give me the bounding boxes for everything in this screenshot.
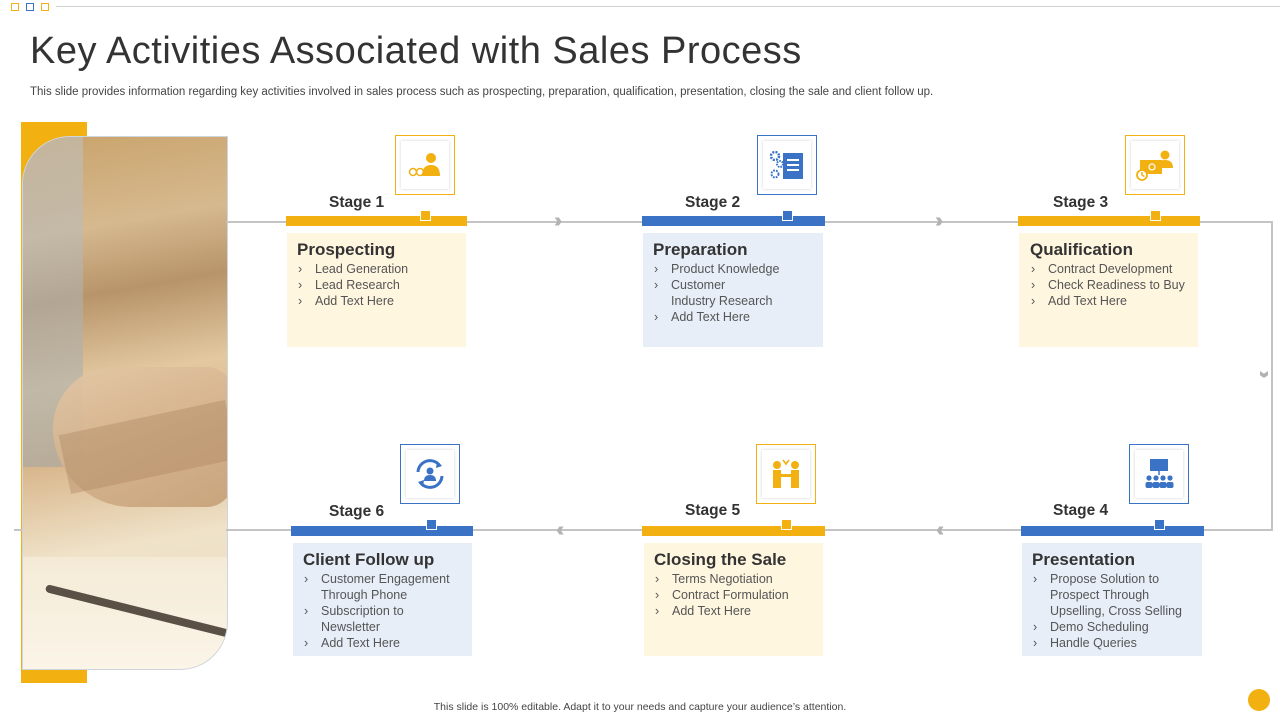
list-item: Add Text Here xyxy=(654,603,813,619)
stage-2-label: Stage 2 xyxy=(685,194,741,211)
chevron-right-icon: ›› xyxy=(935,210,944,232)
top-divider xyxy=(56,6,1280,7)
stage-1-marker xyxy=(420,210,431,221)
stage-1-list: Lead Generation Lead Research Add Text H… xyxy=(297,261,456,309)
decor-square-yellow-icon xyxy=(11,3,19,11)
right-connector-line xyxy=(1271,221,1273,531)
stage-3-marker xyxy=(1150,210,1161,221)
stage-4-icon-box xyxy=(1129,444,1189,504)
stage-6-card: Client Follow up Customer Engagement Thr… xyxy=(293,543,472,656)
corner-dot xyxy=(1248,689,1270,711)
client-refresh-icon xyxy=(416,459,444,489)
list-item: Add Text Here xyxy=(653,309,813,325)
chevron-left-icon: ‹‹ xyxy=(936,519,945,541)
stage-6-icon-box xyxy=(400,444,460,504)
stage-4-label: Stage 4 xyxy=(1053,502,1109,519)
chevron-left-icon: ‹‹ xyxy=(556,519,565,541)
page-subtitle: This slide provides information regardin… xyxy=(30,86,934,98)
stage-4-bar xyxy=(1021,526,1204,536)
bottom-connector-stub xyxy=(14,529,22,531)
chevron-down-icon: ›› xyxy=(1253,370,1276,374)
list-item: Check Readiness to Buy xyxy=(1030,277,1196,293)
stage-5-marker xyxy=(781,519,792,530)
list-item: Contract Formulation xyxy=(654,587,813,603)
stage-5-label: Stage 5 xyxy=(685,502,741,519)
stage-2-bar xyxy=(642,216,825,226)
stage-1-card: Prospecting Lead Generation Lead Researc… xyxy=(287,233,466,347)
stage-3-card: Qualification Contract Development Check… xyxy=(1019,233,1198,347)
chevron-right-icon: ›› xyxy=(554,210,563,232)
stage-1-icon-box xyxy=(395,135,455,195)
list-item: Product Knowledge xyxy=(653,261,813,277)
decor-square-blue-icon xyxy=(26,3,34,11)
handshake-deal-icon xyxy=(773,459,799,488)
list-item: Subscription to Newsletter xyxy=(303,603,462,635)
hands-laptop-photo xyxy=(22,136,228,670)
stage-4-marker xyxy=(1154,519,1165,530)
stage-1-bar xyxy=(286,216,467,226)
list-item: Propose Solution to Prospect Through Ups… xyxy=(1032,571,1200,619)
stage-2-card: Preparation Product Knowledge Customer I… xyxy=(643,233,823,347)
stage-3-icon-box xyxy=(1125,135,1185,195)
stage-5-icon-box xyxy=(756,444,816,504)
qualification-user-icon xyxy=(1136,150,1173,181)
stage-3-label: Stage 3 xyxy=(1053,194,1109,211)
list-item: Customer Engagement Through Phone xyxy=(303,571,462,603)
stage-4-title: Presentation xyxy=(1032,550,1135,569)
list-item: Handle Queries xyxy=(1032,635,1200,651)
stage-6-title: Client Follow up xyxy=(303,550,435,569)
footer-note: This slide is 100% editable. Adapt it to… xyxy=(433,701,847,713)
stage-6-bar xyxy=(291,526,473,536)
stage-3-list: Contract Development Check Readiness to … xyxy=(1030,261,1196,309)
stage-6-list: Customer Engagement Through Phone Subscr… xyxy=(303,571,462,651)
stage-2-marker xyxy=(782,210,793,221)
stage-2-list: Product Knowledge Customer Industry Rese… xyxy=(653,261,813,325)
prospect-user-icon xyxy=(408,153,440,177)
stage-2-icon-box xyxy=(757,135,817,195)
stage-4-card: Presentation Propose Solution to Prospec… xyxy=(1022,543,1202,656)
presentation-audience-icon xyxy=(1145,459,1174,488)
list-item: Add Text Here xyxy=(1030,293,1196,309)
stage-5-title: Closing the Sale xyxy=(654,550,787,569)
stage-5-card: Closing the Sale Terms Negotiation Contr… xyxy=(644,543,823,656)
decor-square-yellow-icon xyxy=(41,3,49,11)
stage-1-label: Stage 1 xyxy=(329,194,385,211)
stage-5-list: Terms Negotiation Contract Formulation A… xyxy=(654,571,813,619)
stage-4-list: Propose Solution to Prospect Through Ups… xyxy=(1032,571,1200,651)
stage-6-marker xyxy=(426,519,437,530)
stage-3-title: Qualification xyxy=(1030,240,1133,259)
stage-6-label: Stage 6 xyxy=(329,503,385,520)
list-item: Lead Generation xyxy=(297,261,456,277)
stage-5-bar xyxy=(642,526,825,536)
stage-2-title: Preparation xyxy=(653,240,748,259)
gears-document-icon xyxy=(769,150,803,179)
list-item: Add Text Here xyxy=(303,635,462,651)
list-item: Demo Scheduling xyxy=(1032,619,1200,635)
list-item: Contract Development xyxy=(1030,261,1196,277)
stage-3-bar xyxy=(1018,216,1200,226)
list-item: Lead Research xyxy=(297,277,456,293)
list-item: Customer Industry Research xyxy=(653,277,813,309)
list-item: Add Text Here xyxy=(297,293,456,309)
list-item: Terms Negotiation xyxy=(654,571,813,587)
page-title: Key Activities Associated with Sales Pro… xyxy=(30,30,802,72)
stage-1-title: Prospecting xyxy=(297,240,396,259)
